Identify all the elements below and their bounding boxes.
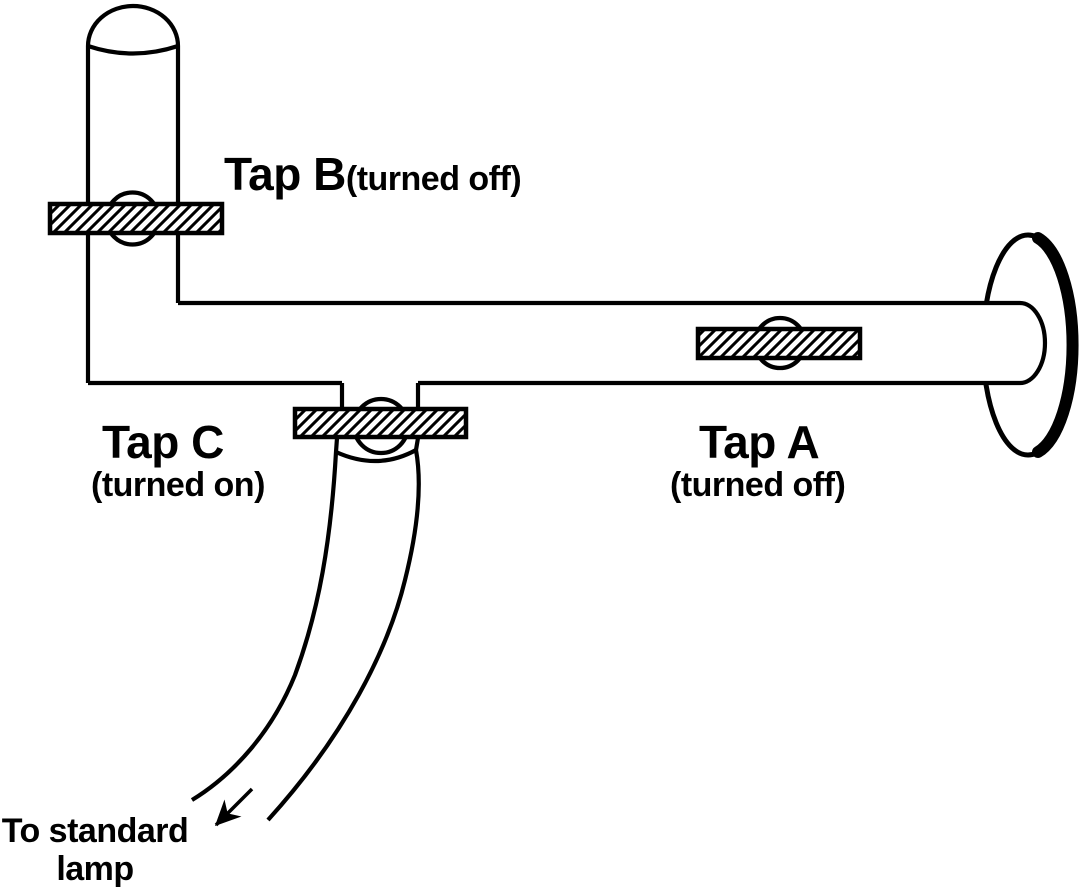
flexible-tube: [190, 437, 421, 822]
vertical-tube-rim: [87, 44, 179, 56]
flexible-tube-right-edge: [266, 437, 421, 822]
tap-c-handle: [292, 406, 469, 440]
tap-b-handle: [47, 201, 225, 236]
tap-c-name: Tap C: [102, 416, 224, 468]
flexible-tube-fill: [192, 450, 419, 820]
glass-tube-body: [88, 6, 1045, 412]
flexible-tube-rim: [335, 448, 418, 464]
tap-a-status: (turned off): [670, 466, 846, 504]
tap-b-label: Tap B(turned off): [224, 148, 522, 200]
vertical-tube-dome: [85, 3, 181, 47]
tap-a-handle: [695, 326, 863, 361]
outlet-label: To standard lamp: [0, 812, 190, 888]
tap-b-name: Tap B: [224, 148, 346, 200]
flexible-tube-left-edge: [190, 437, 340, 802]
tap-a-name: Tap A: [699, 416, 820, 468]
horizontal-tube-end-cap: [1019, 300, 1048, 386]
outlet-label-line2: lamp: [56, 850, 134, 888]
tap-b-status: (turned off): [345, 160, 522, 198]
tap-c-status: (turned on): [91, 466, 265, 504]
flow-arrow: [214, 787, 254, 827]
outlet-label-line1: To standard: [1, 812, 189, 850]
